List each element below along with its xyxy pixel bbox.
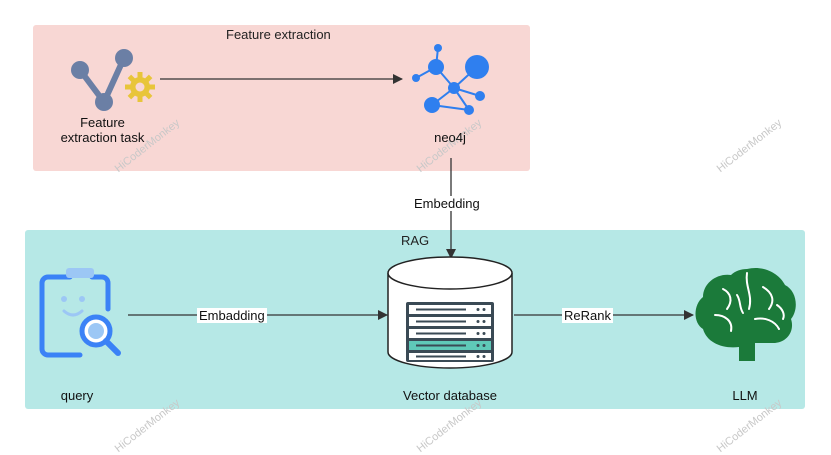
neo4j-label: neo4j bbox=[434, 130, 466, 145]
branch-gear-icon bbox=[71, 49, 155, 111]
brain-icon bbox=[695, 267, 796, 361]
database-server-icon bbox=[387, 256, 513, 369]
edge-label-rerank: ReRank bbox=[562, 308, 613, 323]
edge-label-embadding: Embadding bbox=[197, 308, 267, 323]
rag-title: RAG bbox=[401, 233, 430, 248]
llm-label: LLM bbox=[732, 388, 758, 403]
feature-extraction-group bbox=[33, 25, 530, 171]
feature-task-label: Feature extraction task bbox=[60, 115, 145, 145]
edge-label-embedding: Embedding bbox=[412, 196, 482, 211]
feature-extraction-title: Feature extraction bbox=[226, 27, 331, 42]
search-document-icon bbox=[39, 268, 121, 358]
vector-database-label: Vector database bbox=[403, 388, 497, 403]
graph-network-icon bbox=[412, 44, 489, 115]
query-label: query bbox=[60, 388, 94, 403]
